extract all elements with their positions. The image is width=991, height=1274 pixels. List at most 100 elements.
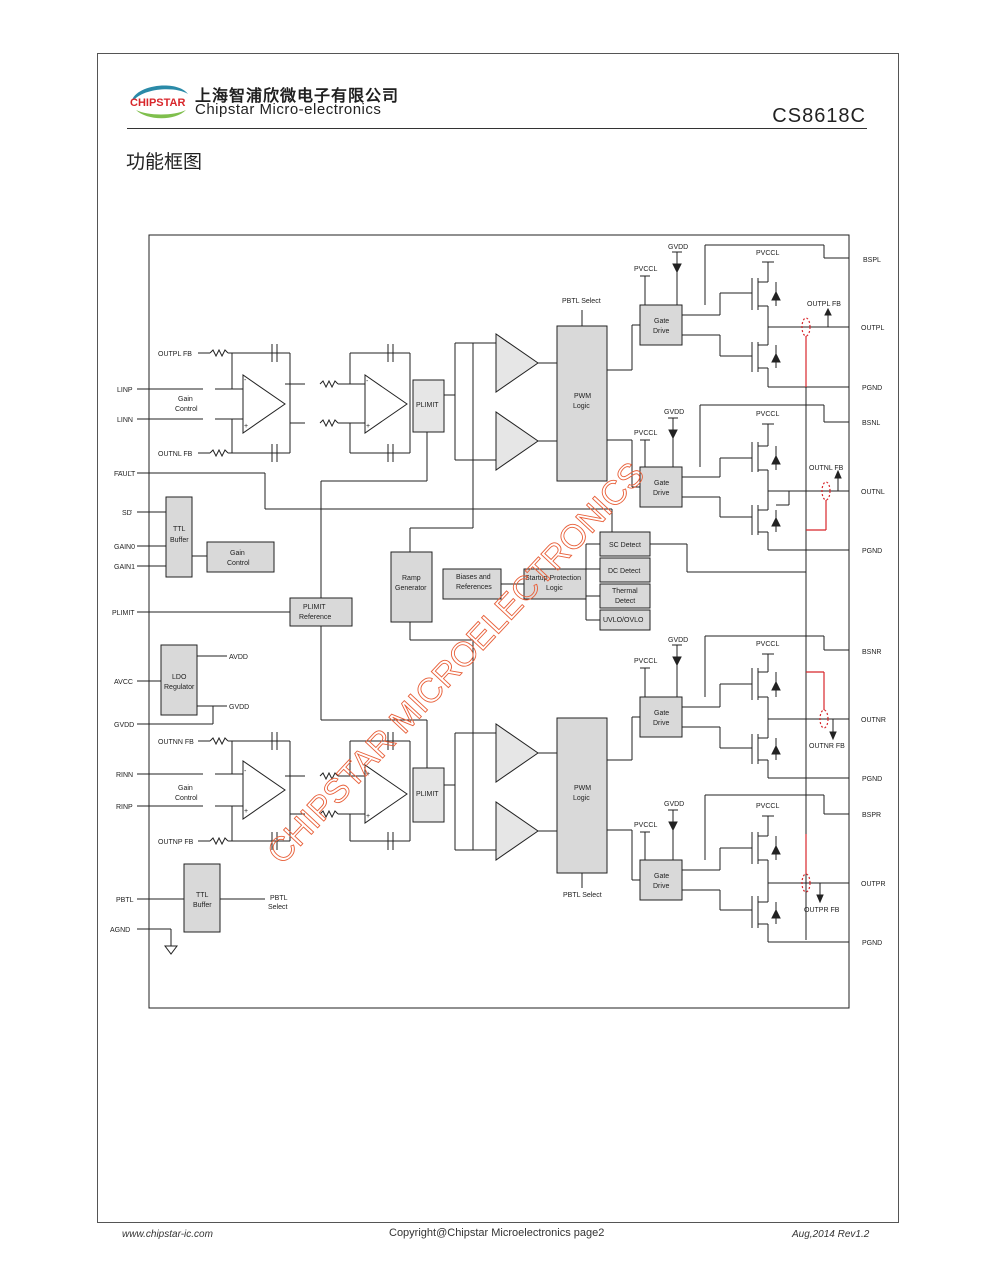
header-rule xyxy=(127,128,867,129)
footer-copyright: Copyright@Chipstar Microelectronics page… xyxy=(389,1227,605,1239)
label-plimit-ref-2: Reference xyxy=(299,614,331,621)
label-gate-1a: Gate xyxy=(654,318,669,325)
pin-linp: LINP xyxy=(117,387,133,394)
label-gvdd-2: GVDD xyxy=(664,409,684,416)
pin-pgnd-2: PGND xyxy=(862,548,882,555)
label-gain-control-top-1: Gain xyxy=(178,396,193,403)
pin-rinp: RINP xyxy=(116,804,133,811)
label-ramp-1: Ramp xyxy=(402,575,421,582)
opamp-bot-1 xyxy=(242,760,286,820)
label-pwm-top-2: Logic xyxy=(573,403,590,410)
label-avdd: AVDD xyxy=(229,654,248,661)
svg-text:+: + xyxy=(366,771,370,778)
label-pvccl-4b: PVCCL xyxy=(756,803,779,810)
label-pvccl-3b: PVCCL xyxy=(756,641,779,648)
ldo-regulator xyxy=(160,644,198,716)
svg-text:-: - xyxy=(244,377,247,384)
label-ttl-1a: TTL xyxy=(173,526,186,533)
label-pvccl-1a: PVCCL xyxy=(634,266,657,273)
pin-pgnd-1: PGND xyxy=(862,385,882,392)
label-outnl-fb-in: OUTNL FB xyxy=(158,451,193,458)
label-ttl-2b: Buffer xyxy=(193,902,212,909)
pin-avcc: AVCC xyxy=(114,679,133,686)
plimit-block-top xyxy=(412,379,445,433)
label-biases-2: References xyxy=(456,584,492,591)
label-pbtl-buf-2: Select xyxy=(268,904,288,911)
pin-pgnd-3: PGND xyxy=(862,776,882,783)
dc-detect xyxy=(599,557,651,583)
label-gain-mid-1: Gain xyxy=(230,550,245,557)
gain-control-mid xyxy=(206,541,275,573)
uvlo-ovlo xyxy=(599,609,651,631)
thermal-detect xyxy=(599,583,651,609)
pin-bsnr: BSNR xyxy=(862,649,881,656)
pin-outpr: OUTPR xyxy=(861,881,886,888)
pin-sd: SD xyxy=(122,510,132,517)
svg-text:-: - xyxy=(244,768,247,775)
label-thermal-1: Thermal xyxy=(612,588,638,595)
pin-pgnd-4: PGND xyxy=(862,940,882,947)
pin-outpl: OUTPL xyxy=(861,325,884,332)
label-plimit-top: PLIMIT xyxy=(416,402,439,409)
label-gvdd-ldo: GVDD xyxy=(229,704,249,711)
label-plimit-bot: PLIMIT xyxy=(416,791,439,798)
opamp-top-1 xyxy=(242,374,286,434)
label-pwm-top-1: PWM xyxy=(574,393,591,400)
section-title: 功能框图 xyxy=(126,151,203,173)
plimit-reference xyxy=(289,597,353,627)
label-outpl-fb-out: OUTPL FB xyxy=(807,301,841,308)
comparator-bot-1 xyxy=(495,723,539,783)
label-ldo-2: Regulator xyxy=(164,684,195,691)
pin-plimit: PLIMIT xyxy=(112,610,135,617)
label-startup-2: Logic xyxy=(546,585,563,592)
label-pwm-bot-1: PWM xyxy=(574,785,591,792)
pin-agnd: AGND xyxy=(110,927,130,934)
gate-drive-2 xyxy=(639,466,683,508)
company-name-cn: 上海智浦欣微电子有限公司 xyxy=(195,86,400,105)
pin-fault: FAULT xyxy=(114,471,136,478)
footer-revision: Aug,2014 Rev1.2 xyxy=(792,1229,870,1240)
label-pwm-bot-2: Logic xyxy=(573,795,590,802)
pin-outnl: OUTNL xyxy=(861,489,885,496)
label-pbtl-select-bot: PBTL Select xyxy=(563,892,602,899)
label-uvlo: UVLO/OVLO xyxy=(603,617,644,624)
plimit-block-bot xyxy=(412,767,445,823)
label-gain-control-bot-1: Gain xyxy=(178,785,193,792)
gate-drive-3 xyxy=(639,696,683,738)
label-pvccl-2b: PVCCL xyxy=(756,411,779,418)
opamp-bot-2 xyxy=(364,764,408,824)
chipstar-logo: CHIPSTAR xyxy=(130,85,188,119)
comparator-top-1 xyxy=(495,333,539,393)
label-gain-control-top-2: Control xyxy=(175,406,198,413)
label-gvdd-1: GVDD xyxy=(668,244,688,251)
pin-bsnl: BSNL xyxy=(862,420,880,427)
label-pvccl-3a: PVCCL xyxy=(634,658,657,665)
part-number: CS8618C xyxy=(772,105,866,127)
label-thermal-2: Detect xyxy=(615,598,635,605)
footer-website: www.chipstar-ic.com xyxy=(122,1229,213,1240)
pin-rinn: RINN xyxy=(116,772,133,779)
pin-pbtl: PBTL xyxy=(116,897,134,904)
footer-rule xyxy=(97,1222,899,1223)
label-sc-detect: SC Detect xyxy=(609,542,641,549)
label-plimit-ref-1: PLIMIT xyxy=(303,604,326,611)
label-gate-3b: Drive xyxy=(653,720,669,727)
resistors xyxy=(209,349,339,845)
svg-text:-: - xyxy=(366,378,369,385)
opamp-top-2 xyxy=(364,374,408,434)
label-startup-1: Startup Protection xyxy=(525,575,581,582)
label-gain-mid-2: Control xyxy=(227,560,250,567)
label-gate-1b: Drive xyxy=(653,328,669,335)
label-outpl-fb-in: OUTPL FB xyxy=(158,351,192,358)
label-pbtl-buf-1: PBTL xyxy=(270,895,288,902)
label-pvccl-4a: PVCCL xyxy=(634,822,657,829)
biases-references xyxy=(442,568,502,600)
pwm-logic-top xyxy=(556,325,608,482)
label-gate-2b: Drive xyxy=(653,490,669,497)
ramp-generator xyxy=(390,551,433,623)
label-gate-4b: Drive xyxy=(653,883,669,890)
ttl-buffer-1 xyxy=(165,496,193,578)
pin-bspl: BSPL xyxy=(863,257,881,264)
label-gate-2a: Gate xyxy=(654,480,669,487)
